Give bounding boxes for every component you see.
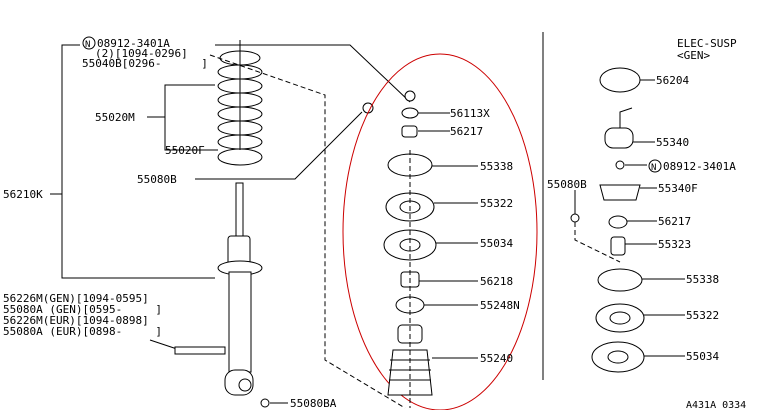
label-55080b[interactable]: 55080B [137,173,177,186]
spring-seat [217,148,263,166]
label-55240[interactable]: 55240 [480,352,513,365]
n-mark-icon [82,36,96,50]
label-55323[interactable]: 55323 [658,238,691,251]
n-mark-letter: N [651,163,656,173]
nut-icon [362,102,374,114]
label-nut-qty: (2)[1094-0296] [95,47,188,60]
label-55338-right[interactable]: 55338 [686,273,719,286]
right-leaders [574,79,685,357]
label-55020m[interactable]: 55020M [95,111,135,124]
label-56217[interactable]: 56217 [450,125,483,138]
note-line[interactable]: 55080A (GEN)[0595- ] [3,303,162,316]
label-56204[interactable]: 56204 [656,74,689,87]
label-56210k[interactable]: 56210K [3,188,43,201]
label-55034-right[interactable]: 55034 [686,350,719,363]
label-55322-right[interactable]: 55322 [686,309,719,322]
center-leaders [418,112,478,359]
section-title: ELEC-SUSP [677,37,737,50]
label-55034[interactable]: 55034 [480,237,513,250]
label-55040b[interactable]: 55040B[0296- ] [82,57,208,70]
label-55322[interactable]: 55322 [480,197,513,210]
coil-spring [217,40,263,150]
n-mark-icon [648,159,662,173]
label-56218[interactable]: 56218 [480,275,513,288]
label-56113x[interactable]: 56113X [450,107,490,120]
label-nut-note[interactable]: 08912-3401A [97,37,170,50]
label-nut-note-right[interactable]: 08912-3401A [663,160,736,173]
label-55080b-right[interactable]: 55080B [547,178,587,191]
note-line[interactable]: 55080A (EUR)[0898- ] [3,325,162,338]
center-parts [383,90,437,408]
highlight-ellipse [342,53,538,410]
label-55080ba[interactable]: 55080BA [290,397,337,410]
leader-lines-left [50,44,411,404]
right-parts [570,67,645,373]
label-55340[interactable]: 55340 [656,136,689,149]
strut-assembly [174,182,270,408]
label-55020f[interactable]: 55020F [165,144,205,157]
label-55340f[interactable]: 55340F [658,182,698,195]
n-mark-letter: N [85,40,90,50]
note-line[interactable]: 56226M(EUR)[1094-0898] [3,314,149,327]
label-55248n[interactable]: 55248N [480,299,520,312]
diagram-code: A431A 0334 [686,400,746,410]
note-line[interactable]: 56226M(GEN)[1094-0595] [3,292,149,305]
guide-dashed-left [209,54,406,409]
section-subtitle: <GEN> [677,49,710,62]
label-55338[interactable]: 55338 [480,160,513,173]
label-56217-right[interactable]: 56217 [658,215,691,228]
